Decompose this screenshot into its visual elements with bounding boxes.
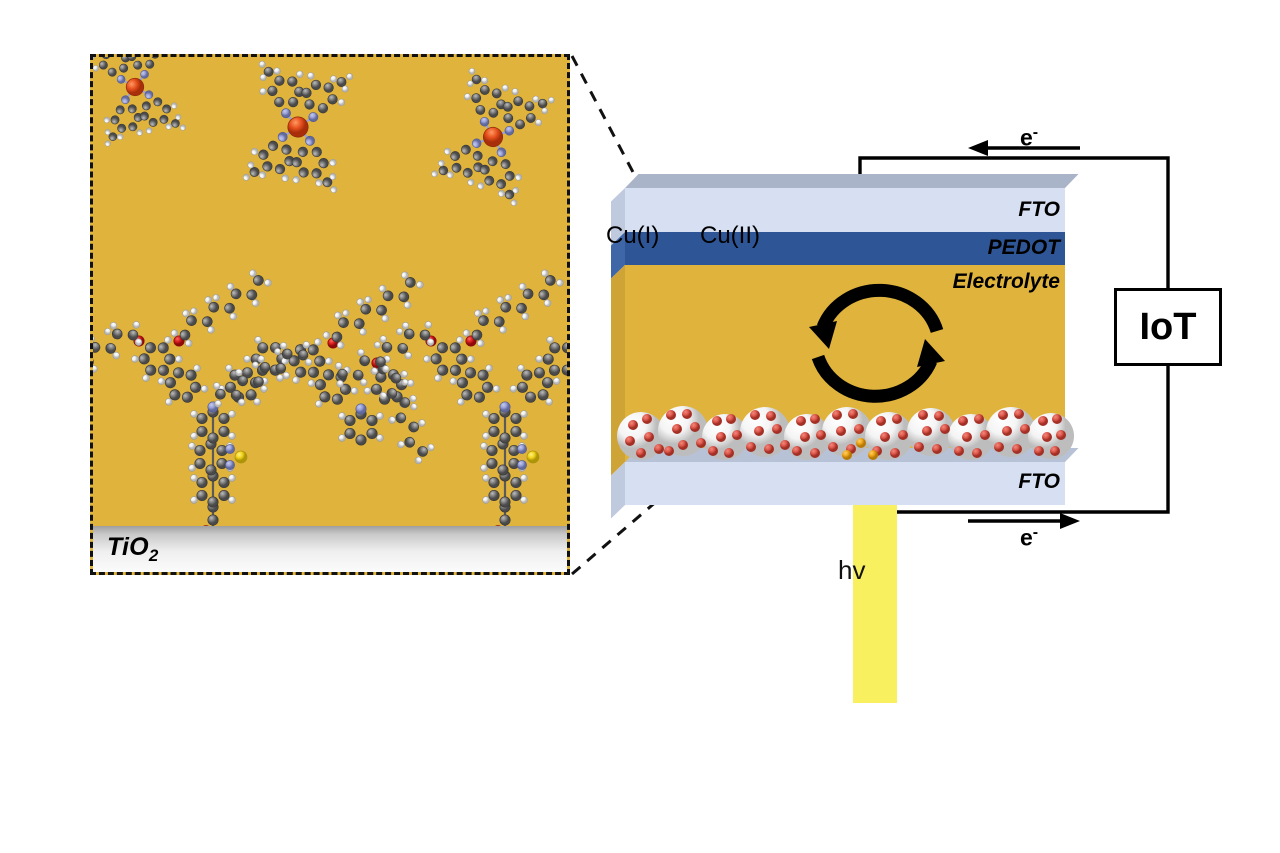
redox-arrow-head-right — [917, 339, 945, 367]
tio2-label-subscript: 2 — [148, 546, 159, 565]
electron-arrow-top — [968, 140, 1080, 156]
cu-one-label: Cu(I) — [606, 222, 660, 249]
electron-bottom-text: e — [1020, 524, 1033, 551]
layer-fto-top — [625, 188, 1065, 232]
hv-arrow-shape — [828, 448, 922, 703]
device-top-cap — [625, 174, 1079, 188]
adsorbed-dye-dots — [625, 409, 1066, 458]
cu-two-label: Cu(II) — [700, 222, 760, 249]
label-fto-bottom: FTO — [1018, 470, 1060, 493]
label-fto-top: FTO — [1018, 198, 1060, 221]
wire-top — [858, 156, 1170, 288]
tio2-label-text: TiO — [107, 533, 149, 561]
excited-dye-dots — [842, 438, 878, 460]
electron-label-top: e- — [1020, 124, 1038, 152]
electron-top-sup: - — [1032, 124, 1039, 141]
solar-cell-device: Cu(I) Cu(II) FTO PEDOT Electrolyte FTO — [600, 160, 1100, 530]
iot-load-box[interactable]: IoT — [1114, 288, 1222, 366]
label-pedot: PEDOT — [987, 236, 1060, 259]
layer-pedot — [625, 232, 1065, 265]
redox-arc-top — [816, 283, 944, 334]
electron-label-bottom: e- — [1020, 524, 1038, 552]
electron-top-text: e — [1020, 124, 1033, 151]
copper-redox-cycle — [809, 283, 945, 403]
hv-label: hv — [838, 555, 866, 585]
redox-arc-bottom — [811, 354, 937, 403]
redox-arrow-head-left — [809, 321, 837, 349]
tio2-substrate-slab — [93, 526, 567, 572]
molecular-inset-panel: TiO2 — [90, 54, 570, 575]
tio2-label: TiO2 — [107, 533, 158, 566]
electron-arrow-bottom — [968, 513, 1080, 529]
light-arrow — [828, 448, 922, 703]
layer-fto-bottom — [625, 462, 1065, 505]
electron-bottom-sup: - — [1032, 524, 1039, 541]
tio2-nanoparticle-band — [617, 406, 1074, 460]
iot-label: IoT — [1139, 305, 1197, 348]
label-electrolyte: Electrolyte — [952, 270, 1060, 293]
